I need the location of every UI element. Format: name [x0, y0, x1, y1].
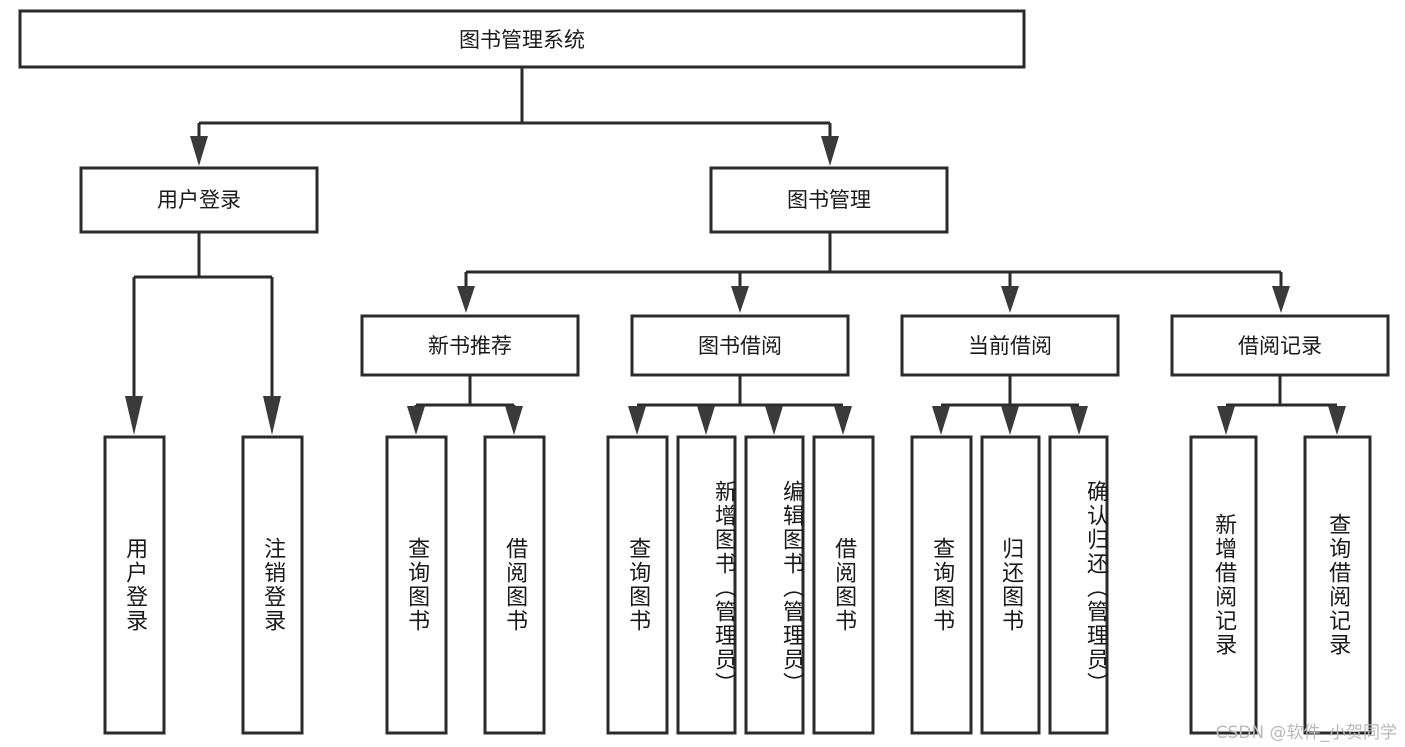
node-current-borrow-label: 当前借阅: [968, 334, 1052, 358]
arrow-to-borrow-record: [1272, 286, 1290, 313]
leaf-box-query-book-3[interactable]: [910, 435, 973, 735]
leaf-box-query-book-2[interactable]: [606, 435, 669, 735]
leaf-box-add-record[interactable]: [1189, 435, 1258, 735]
leaf-box-query-book-1[interactable]: [385, 435, 448, 735]
leaf-box-return-book[interactable]: [980, 435, 1041, 735]
arrow-to-leaf-borrow-book-2: [834, 406, 852, 435]
node-book-borrow[interactable]: 图书借阅: [630, 314, 850, 377]
arrow-to-leaf-add-record: [1217, 406, 1235, 435]
arrow-to-leaf-query-book-2: [628, 406, 646, 435]
node-user-login-label: 用户登录: [157, 188, 241, 212]
leaf-box-query-record[interactable]: [1303, 435, 1372, 735]
node-new-book-recommend-box[interactable]: [360, 314, 580, 377]
arrow-to-leaf-query-book-1: [407, 406, 425, 435]
arrow-to-current-borrow: [1001, 286, 1019, 313]
arrow-to-leaf-query-record: [1328, 406, 1346, 435]
leaf-box-user-login[interactable]: [103, 435, 166, 735]
csdn-watermark: CSDN @软件_小贺同学: [1215, 723, 1397, 743]
node-borrow-record-box[interactable]: [1170, 314, 1390, 377]
leaf-box-borrow-book-1[interactable]: [483, 435, 546, 735]
arrow-to-leaf-logout: [263, 396, 281, 435]
node-new-book-recommend[interactable]: 新书推荐: [360, 314, 580, 377]
arrow-to-leaf-edit-book: [765, 406, 783, 435]
node-borrow-record[interactable]: 借阅记录: [1170, 314, 1390, 377]
node-book-management[interactable]: 图书管理: [709, 166, 949, 234]
arrow-to-user-login: [190, 136, 208, 166]
arrow-to-book-borrow: [731, 286, 749, 313]
node-user-login[interactable]: 用户登录: [79, 166, 319, 234]
node-root[interactable]: 图书管理系统: [18, 9, 1026, 69]
node-new-book-recommend-label: 新书推荐: [428, 334, 512, 358]
node-user-login-box[interactable]: [79, 166, 319, 234]
arrow-to-leaf-borrow-book-1: [505, 406, 523, 435]
arrow-to-leaf-add-book: [697, 406, 715, 435]
node-current-borrow-box[interactable]: [900, 314, 1120, 377]
arrow-to-leaf-return-book: [1001, 406, 1019, 435]
arrow-to-leaf-user-login: [125, 396, 143, 435]
leaf-box-edit-book[interactable]: [744, 435, 805, 735]
leaf-box-logout[interactable]: [241, 435, 304, 735]
arrow-to-book-management: [821, 136, 839, 166]
node-current-borrow[interactable]: 当前借阅: [900, 314, 1120, 377]
leaf-box-group: [103, 435, 1372, 735]
leaf-box-borrow-book-2[interactable]: [812, 435, 875, 735]
leaf-box-add-book[interactable]: [676, 435, 737, 735]
arrow-to-leaf-query-book-3: [932, 406, 950, 435]
leaf-box-confirm-return[interactable]: [1048, 435, 1109, 735]
node-borrow-record-label: 借阅记录: [1238, 334, 1322, 358]
connector-group: [125, 67, 1346, 435]
arrow-to-new-book-recommend: [457, 286, 475, 313]
arrow-to-leaf-confirm-return: [1070, 406, 1088, 435]
node-root-box[interactable]: [18, 9, 1026, 69]
node-book-borrow-label: 图书借阅: [698, 334, 782, 358]
node-book-management-box[interactable]: [709, 166, 949, 234]
node-book-management-label: 图书管理: [787, 188, 871, 212]
node-book-borrow-box[interactable]: [630, 314, 850, 377]
node-root-label: 图书管理系统: [459, 28, 585, 52]
